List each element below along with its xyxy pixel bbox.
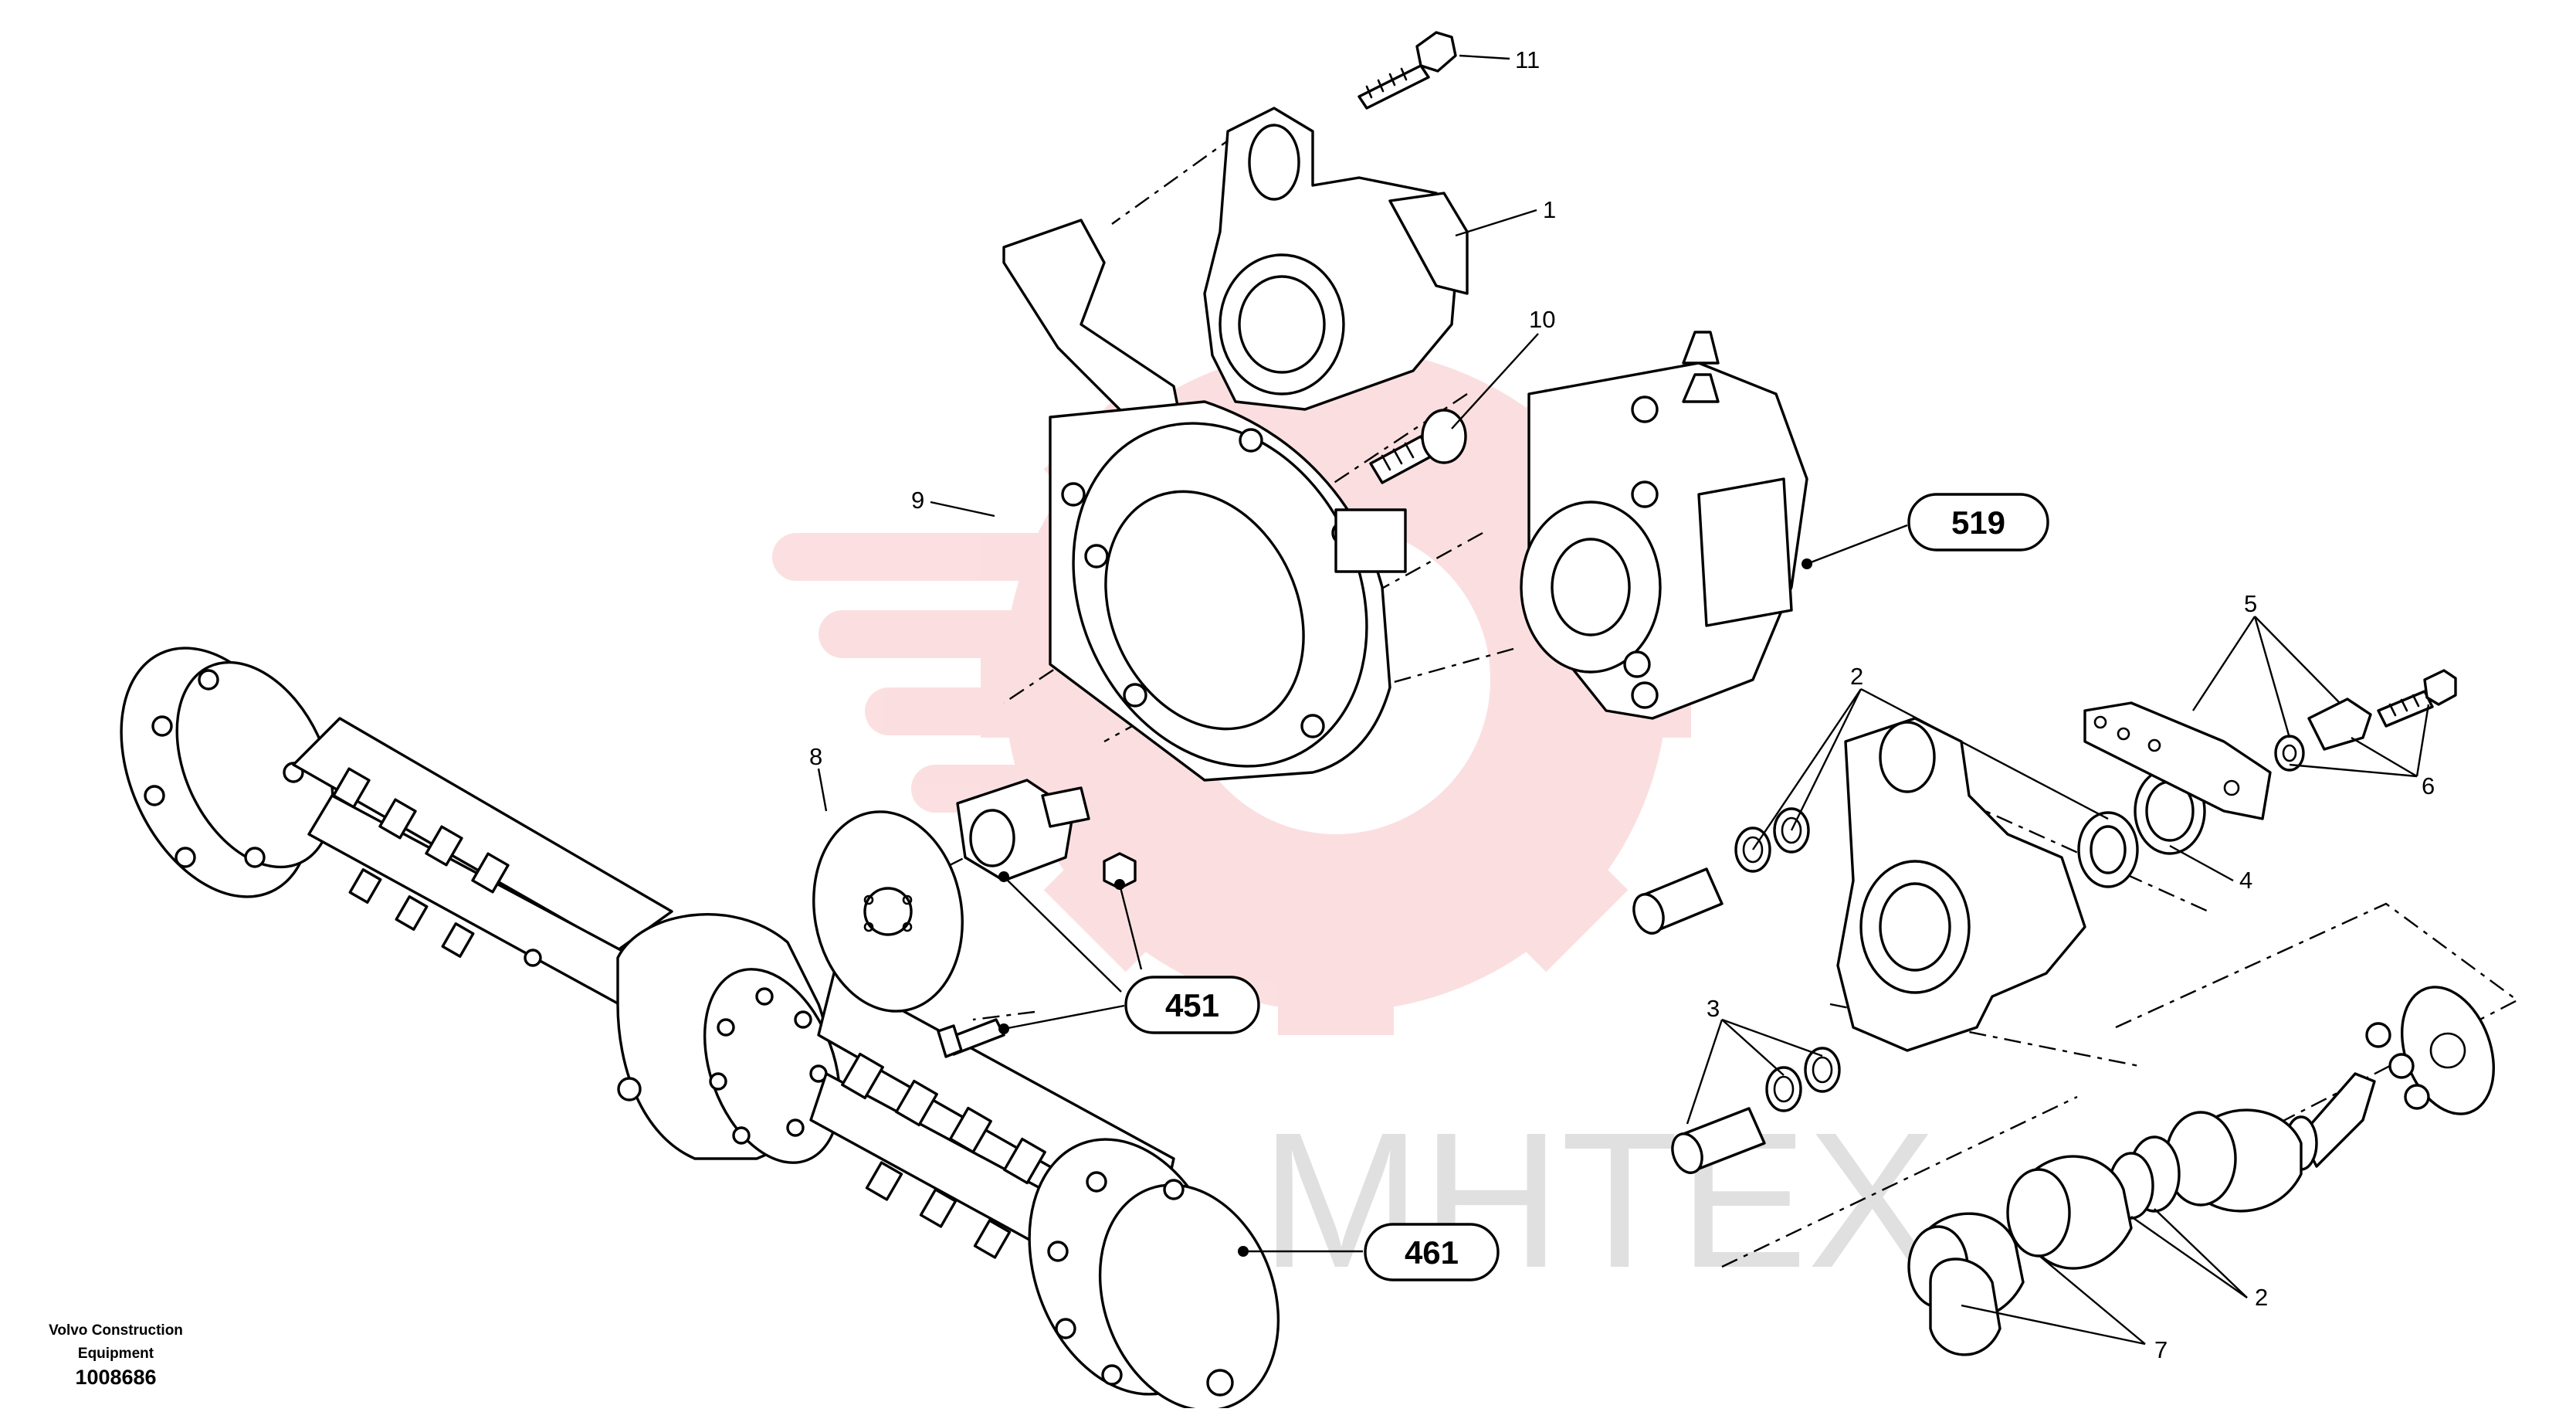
brake-caliper (1520, 331, 1808, 720)
callout-8: 8 (809, 743, 822, 770)
callout-2-lower: 2 (2255, 1284, 2268, 1311)
reference-451-label: 451 (1165, 987, 1219, 1023)
part-1-brake-pad-holder (1203, 107, 1469, 411)
part-3-bushing-lower (1671, 1107, 1766, 1174)
part-11-bolt (1357, 31, 1457, 110)
part-7-cup-a (2006, 1155, 2133, 1270)
part-8-disc (812, 810, 964, 1013)
callout-4: 4 (2239, 867, 2252, 894)
part-3-bushing-upper (1632, 867, 1724, 935)
callout-10: 10 (1529, 306, 1555, 333)
part-10-bolt (1369, 409, 1467, 484)
part-5-bolt (2377, 669, 2457, 728)
footer-block: Volvo Construction Equipment 1008686 (49, 1322, 183, 1389)
manufacturer-line-2: Equipment (78, 1346, 154, 1362)
reference-badge-461[interactable]: 461 (1364, 1223, 1500, 1281)
part-3-seal-lower-b (1804, 1047, 1841, 1093)
part-3-seal-lower-a (1765, 1066, 1802, 1112)
leader-lines (817, 54, 2430, 1346)
callout-2-upper: 2 (1850, 663, 1863, 690)
bearing-balls (2365, 1022, 2430, 1110)
callout-1: 1 (1543, 196, 1556, 223)
reference-badge-519[interactable]: 519 (1907, 493, 2049, 552)
part-5-clip (2307, 698, 2372, 751)
reference-badge-451[interactable]: 451 (1124, 976, 1260, 1034)
callout-labels: 11 1 10 9 8 2 5 6 4 3 2 7 (809, 46, 2435, 1363)
part-9-brake-bracket (1002, 219, 1407, 782)
nut (1103, 852, 1137, 890)
part-4-plug (2077, 811, 2139, 888)
leader-dots (998, 558, 1812, 1257)
shaft-flange-plate (2401, 986, 2495, 1115)
hex-bolt-small (937, 1018, 1005, 1058)
drawing-number: 1008686 (75, 1366, 156, 1389)
part-5-lock-plate (2083, 701, 2272, 820)
manufacturer-line-1: Volvo Construction (49, 1322, 183, 1339)
callout-3: 3 (1707, 995, 1720, 1022)
callout-11: 11 (1515, 46, 1540, 73)
callout-9: 9 (911, 487, 924, 514)
knuckle-holder (1836, 717, 2086, 1052)
watermark-text: MHTEX (1261, 1092, 1937, 1308)
reference-519-label: 519 (1951, 504, 2005, 541)
reference-461-label: 461 (1405, 1234, 1459, 1271)
universal-joint (956, 779, 1090, 882)
callout-5: 5 (2244, 590, 2257, 617)
axle-housing (120, 647, 1280, 1412)
callout-7: 7 (2154, 1336, 2168, 1363)
drive-shaft (2164, 1072, 2376, 1213)
callout-6: 6 (2422, 772, 2435, 799)
